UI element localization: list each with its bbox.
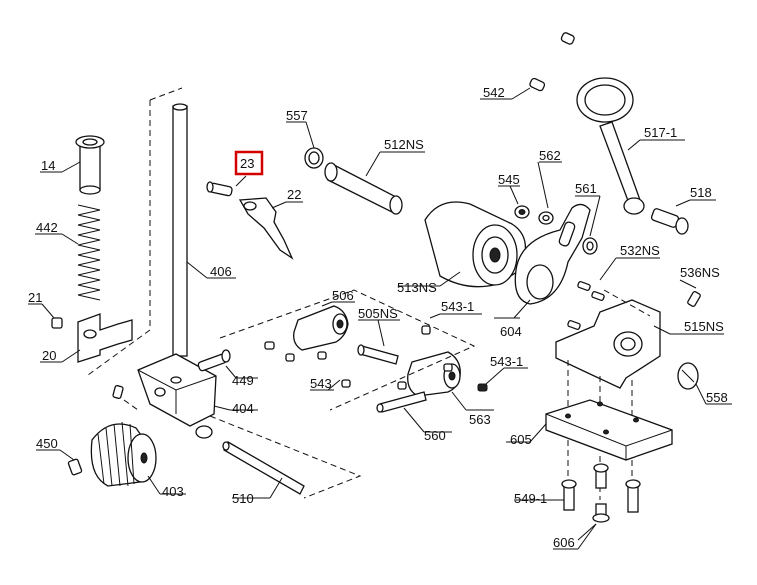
part-449-screw (197, 349, 258, 379)
label-515NS: 515NS (684, 319, 724, 334)
part-515NS-bracket (555, 299, 724, 389)
label-21: 21 (28, 290, 42, 305)
label-442: 442 (36, 220, 58, 235)
part-513NS-motor (398, 201, 527, 288)
label-542: 542 (483, 85, 505, 100)
part-450-screw (36, 449, 83, 476)
part-506-coupling (293, 301, 355, 351)
label-505NS: 505NS (358, 306, 398, 321)
part-545-washer (509, 185, 530, 219)
label-513NS: 513NS (397, 280, 437, 295)
label-23: 23 (240, 156, 254, 171)
part-404-block (137, 353, 258, 439)
label-532NS: 532NS (620, 243, 660, 258)
part-21-screw (28, 303, 63, 329)
part-23-pin (206, 175, 247, 197)
part-517-1-connecting-rod (576, 77, 685, 215)
label-404: 404 (232, 401, 254, 416)
label-536NS: 536NS (680, 265, 720, 280)
label-561: 561 (575, 181, 597, 196)
part-505NS-shaft (357, 319, 399, 365)
label-543: 543 (310, 376, 332, 391)
label-549-1: 549-1 (514, 491, 547, 506)
part-543-1-screw-lower (477, 367, 528, 392)
label-562: 562 (539, 148, 561, 163)
label-606: 606 (553, 535, 575, 550)
part-536NS-pin (679, 279, 701, 307)
part-14-bushing (40, 135, 105, 195)
label-22: 22 (287, 187, 301, 202)
part-532NS-screws (567, 257, 660, 330)
label-underlines (28, 98, 597, 550)
label-14: 14 (41, 158, 55, 173)
label-406: 406 (210, 264, 232, 279)
label-449: 449 (232, 373, 254, 388)
label-506: 506 (332, 288, 354, 303)
part-605-base-plate (506, 399, 673, 461)
part-606-screw (577, 503, 610, 541)
part-563-coupling (397, 351, 494, 411)
dashed-guide-middle (219, 289, 476, 411)
part-512NS-sleeve (324, 151, 425, 215)
part-560-pin (376, 391, 452, 433)
label-512NS: 512NS (384, 137, 424, 152)
highlight-box-23 (234, 150, 264, 176)
label-557: 557 (286, 108, 308, 123)
part-406-rod (172, 103, 236, 357)
label-517-1: 517-1 (644, 125, 677, 140)
label-450: 450 (36, 436, 58, 451)
dashed-guide-lower (123, 399, 362, 499)
label-543-1-lower: 543-1 (490, 354, 523, 369)
part-20-bracket (40, 313, 133, 363)
label-563: 563 (469, 412, 491, 427)
part-labels: 14 442 21 20 406 23 22 557 512NS 542 517… (28, 85, 728, 550)
label-560: 560 (424, 428, 446, 443)
part-604-plate (494, 203, 591, 319)
part-561-washer (575, 195, 601, 255)
part-549-1-screws (542, 463, 641, 513)
label-543-1-upper: 543-1 (441, 299, 474, 314)
part-510-shaft (222, 441, 305, 499)
label-545: 545 (498, 172, 520, 187)
part-558-knob (677, 362, 732, 405)
part-518-bolt (650, 199, 716, 235)
part-543-1-screw-upper (421, 313, 482, 335)
part-403-wheel (90, 384, 186, 495)
label-20: 20 (42, 348, 56, 363)
label-510: 510 (232, 491, 254, 506)
label-558: 558 (706, 390, 728, 405)
label-604: 604 (500, 324, 522, 339)
part-543-screws (264, 341, 351, 391)
label-403: 403 (162, 484, 184, 499)
part-562-washer (537, 161, 554, 225)
part-22-lever (238, 197, 303, 260)
dashed-guide-left (87, 87, 183, 376)
part-557-washer (286, 121, 324, 169)
label-605: 605 (510, 432, 532, 447)
label-518: 518 (690, 185, 712, 200)
